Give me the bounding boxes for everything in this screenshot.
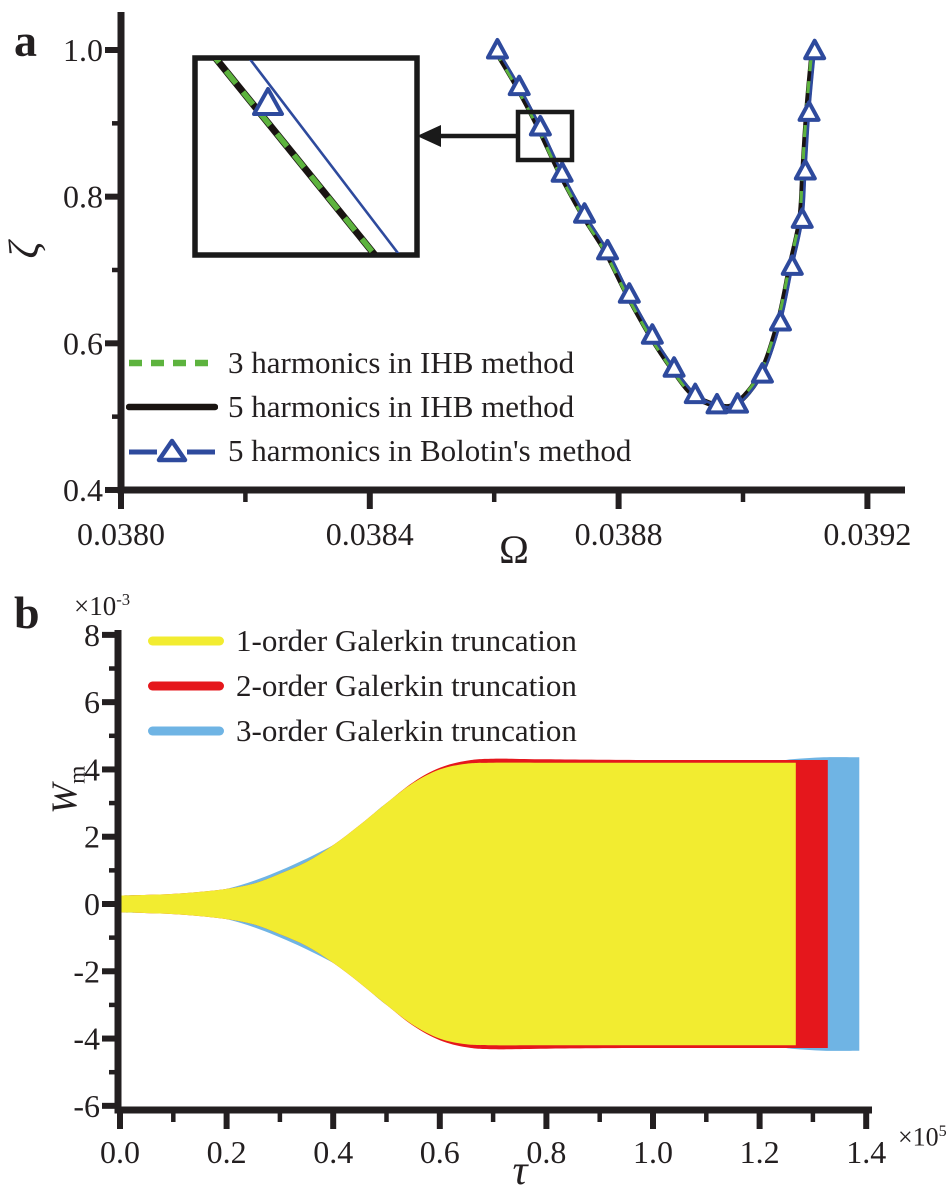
svg-text:0.4: 0.4	[63, 472, 103, 508]
legend-item-galerkin3: 3-order Galerkin truncation	[146, 708, 577, 753]
svg-text:1.0: 1.0	[63, 32, 103, 68]
blue-line-swatch-icon	[148, 726, 224, 735]
legend-label-ihb3: 3 harmonics in IHB method	[228, 345, 575, 380]
svg-text:0.0: 0.0	[100, 1134, 140, 1170]
y-axis-label-b-main: W	[44, 783, 85, 814]
svg-text:0: 0	[84, 886, 100, 922]
svg-text:0.6: 0.6	[420, 1134, 460, 1170]
envelope-1-order	[120, 762, 796, 1046]
inset-arrow-head-icon	[417, 125, 441, 147]
svg-text:0.2: 0.2	[207, 1134, 247, 1170]
yellow-line-swatch-icon	[148, 636, 224, 645]
svg-text:4: 4	[84, 751, 100, 787]
panel-a-inset	[192, 55, 575, 258]
y-scale-exponent: -3	[116, 590, 131, 609]
red-line-swatch-icon	[148, 681, 224, 690]
panel-b-axes: 0.0 0.2 0.4 0.6 0.8 1.0 1.2 1.4 8 6 4 2 0 -2 -4 -6	[73, 617, 886, 1170]
legend-label-ihb5: 5 harmonics in IHB method	[228, 389, 575, 424]
svg-text:0.0380: 0.0380	[77, 516, 165, 552]
legend-item-bolotin: 5 harmonics in Bolotin's method	[126, 429, 631, 473]
svg-text:1.2: 1.2	[740, 1134, 780, 1170]
svg-text:6: 6	[84, 684, 100, 720]
svg-text:0.0388: 0.0388	[575, 516, 663, 552]
x-scale-prefix: ×10	[898, 1122, 939, 1152]
svg-text:1.0: 1.0	[633, 1134, 673, 1170]
svg-text:0.8: 0.8	[526, 1134, 566, 1170]
inset-box	[192, 55, 420, 258]
inset-target-box	[515, 109, 575, 163]
legend-item-galerkin1: 1-order Galerkin truncation	[146, 618, 577, 663]
panel-a-axes: 0.0380 0.0384 0.0388 0.0392 0.4 0.6 0.8 1.0	[63, 12, 911, 552]
x-axis-label-a: Ω	[499, 527, 529, 572]
x-scale-label-b: ×105	[898, 1122, 947, 1152]
y-scale-label-b: ×10-3	[74, 590, 131, 621]
svg-text:0.4: 0.4	[313, 1134, 353, 1170]
panel-a-letter: a	[14, 15, 37, 66]
y-axis-label-b-sub: m	[64, 765, 91, 784]
y-axis-label-a: ζ	[2, 241, 48, 259]
legend-item-ihb5: 5 harmonics in IHB method	[126, 385, 631, 429]
panel-b-letter: b	[14, 587, 40, 638]
legend-label-galerkin1: 1-order Galerkin truncation	[236, 622, 577, 658]
dashed-line-swatch-icon	[129, 359, 215, 367]
legend-label-galerkin2: 2-order Galerkin truncation	[236, 667, 577, 703]
legend-label-bolotin: 5 harmonics in Bolotin's method	[228, 433, 632, 468]
svg-text:-6: -6	[73, 1088, 100, 1124]
svg-text:0.6: 0.6	[63, 325, 103, 361]
svg-text:0.0384: 0.0384	[326, 516, 414, 552]
legend-label-galerkin3: 3-order Galerkin truncation	[236, 712, 577, 748]
legend-item-galerkin2: 2-order Galerkin truncation	[146, 663, 577, 708]
legend-item-ihb3: 3 harmonics in IHB method	[126, 341, 631, 385]
svg-text:1.4: 1.4	[846, 1134, 886, 1170]
svg-text:8: 8	[84, 617, 100, 653]
legend-panel-a: 3 harmonics in IHB method 5 harmonics in…	[126, 341, 631, 473]
y-axis-label-b: Wm	[44, 758, 91, 822]
solid-line-swatch-icon	[126, 403, 218, 411]
x-axis-label-b: τ	[512, 1148, 528, 1194]
svg-text:-4: -4	[73, 1021, 100, 1057]
panel-a-triangle-markers	[485, 38, 827, 415]
panel-b-envelopes	[120, 757, 860, 1051]
x-scale-exponent: 5	[938, 1123, 947, 1140]
y-scale-prefix: ×10	[74, 591, 117, 621]
svg-text:0.0392: 0.0392	[823, 516, 911, 552]
svg-text:2: 2	[84, 819, 100, 855]
triangle-line-swatch-icon	[129, 438, 215, 463]
svg-text:0.8: 0.8	[63, 179, 103, 215]
legend-panel-b: 1-order Galerkin truncation 2-order Gale…	[146, 618, 577, 753]
svg-text:-2: -2	[73, 953, 100, 989]
